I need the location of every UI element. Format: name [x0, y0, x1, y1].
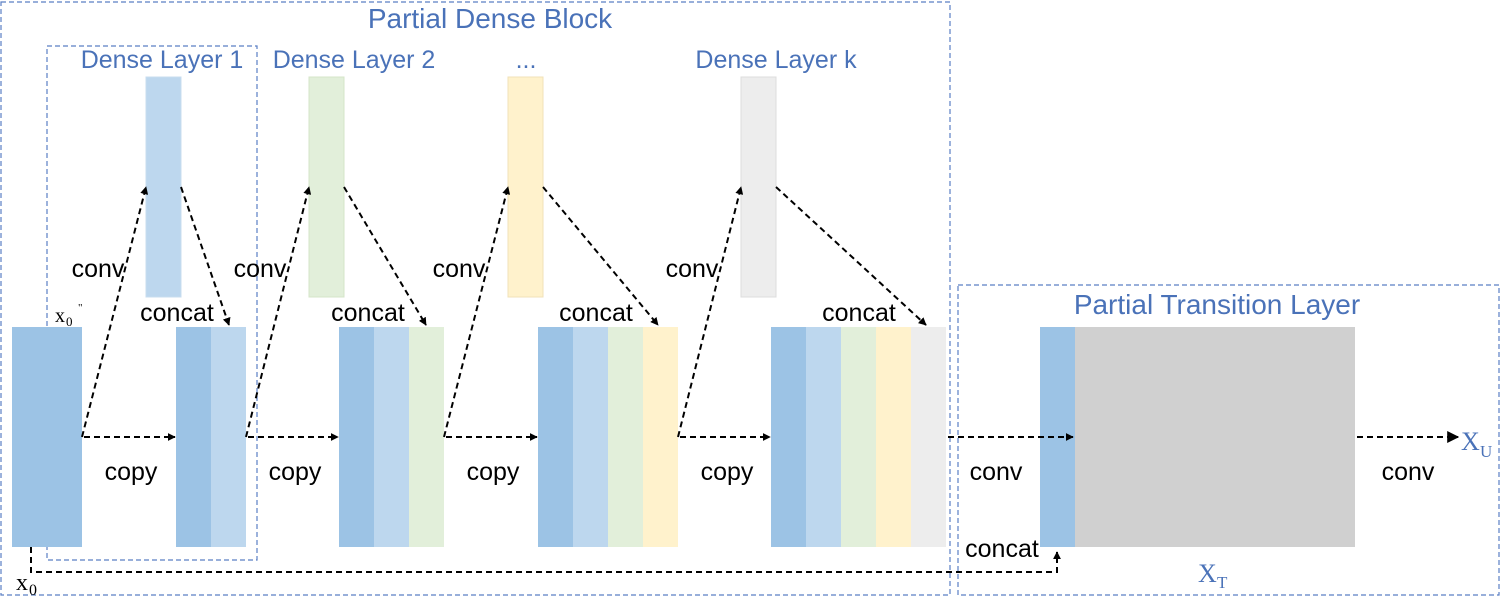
dense-layer-k-output-map: [740, 76, 777, 298]
dense-layer-1-frame: [46, 45, 258, 561]
dense-layer-1-label: Dense Layer 1: [81, 46, 244, 74]
bypass-concat-arrow: [30, 547, 1061, 573]
svg-text:T: T: [1217, 573, 1228, 592]
concat-label-2: concat: [331, 299, 405, 327]
concat-label-3: concat: [559, 299, 633, 327]
concat-label-1: concat: [140, 299, 214, 327]
stack-after-layer-1: [176, 327, 246, 547]
x0-double-prime-label: x 0 ": [55, 302, 83, 329]
svg-text:x: x: [55, 305, 65, 327]
copy-label-1: copy: [105, 458, 158, 486]
conv-label-k: conv: [666, 255, 719, 283]
partial-transition-layer-title: Partial Transition Layer: [1074, 289, 1360, 320]
concat-arrow-2: [343, 186, 427, 326]
conv-arrow-2: [245, 186, 312, 438]
transition-output-map: [1075, 327, 1355, 547]
conv-label-3: conv: [433, 255, 486, 283]
dense-layer-k-label: Dense Layer k: [695, 46, 857, 74]
input-feature-stack: [12, 327, 82, 547]
partial-transition-layer-frame: [957, 284, 1500, 596]
concat-arrow-k: [775, 186, 927, 326]
svg-text:X: X: [1461, 427, 1480, 456]
dense-layer-2-output-map: [308, 76, 345, 298]
conv-arrow-k: [677, 186, 744, 438]
stack-after-layer-k: [771, 327, 946, 547]
copy-label-k: copy: [701, 458, 754, 486]
dense-layer-2-label: Dense Layer 2: [273, 46, 436, 74]
stack-after-layer-2: [339, 327, 444, 547]
concat-label-k: concat: [822, 299, 896, 327]
partial-dense-block-frame: [0, 1, 951, 596]
x0-label: x 0: [16, 570, 37, 599]
svg-text:x: x: [16, 570, 28, 596]
svg-text:X: X: [1198, 559, 1217, 588]
dense-layer-3-output-map: [507, 76, 544, 298]
concat-arrow-1: [180, 186, 231, 326]
conv-arrow-3: [443, 186, 511, 438]
conv-label-1: conv: [72, 255, 125, 283]
xu-label: X U: [1461, 427, 1492, 461]
dense-layer-1-output-map: [145, 76, 182, 298]
bypass-concat-label: concat: [965, 535, 1039, 563]
stack-after-layer-3: [538, 327, 678, 547]
copy-label-2: copy: [269, 458, 322, 486]
svg-text:": ": [78, 302, 83, 314]
svg-text:0: 0: [29, 582, 37, 599]
xt-label: X T: [1198, 559, 1228, 592]
svg-text:0: 0: [66, 314, 73, 329]
copy-label-3: copy: [467, 458, 520, 486]
ellipsis-label: ...: [516, 46, 537, 74]
transition-conv-label: conv: [970, 458, 1023, 486]
partial-dense-block-title: Partial Dense Block: [368, 3, 613, 34]
svg-text:U: U: [1480, 442, 1492, 461]
output-conv-label: conv: [1382, 458, 1435, 486]
conv-label-2: conv: [234, 255, 287, 283]
conv-arrow-1: [81, 186, 149, 438]
